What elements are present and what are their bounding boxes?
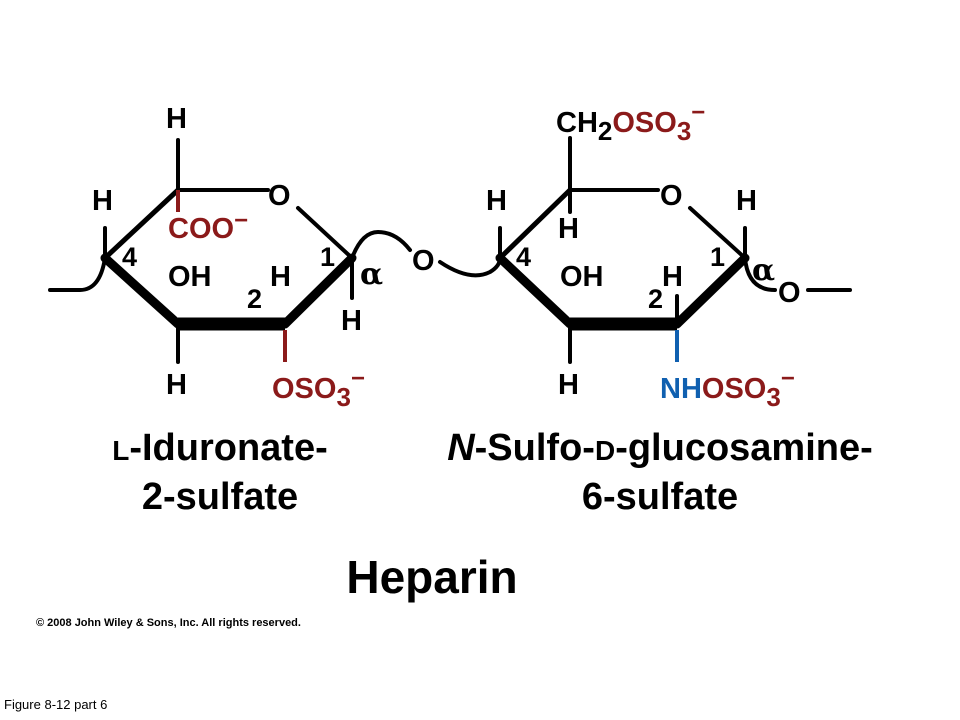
left-c2-number: 2 — [247, 284, 262, 314]
glycosidic-oxygen: O — [412, 245, 435, 277]
right-caption-mid1: -Sulfo- — [474, 427, 595, 469]
heparin-structure: H H COO− O 4 OH H 2 1 α H H OSO3− O CH2O… — [48, 99, 852, 412]
left-c3-h: H — [270, 261, 291, 293]
diagram-title: Heparin — [346, 551, 518, 603]
right-c6-group: CH2OSO3− — [556, 99, 705, 146]
left-sulfate: OSO3− — [272, 365, 365, 412]
right-c1-h: H — [736, 185, 757, 217]
left-bottom-h: H — [166, 369, 187, 401]
right-bottom-h: H — [558, 369, 579, 401]
l-configuration-prefix: L — [112, 435, 130, 466]
right-c3-h: H — [662, 261, 683, 293]
copyright-notice: © 2008 John Wiley & Sons, Inc. All right… — [36, 617, 301, 629]
figure-label: Figure 8-12 part 6 — [4, 697, 108, 712]
right-alpha: α — [752, 253, 775, 288]
left-ring-bonds — [48, 138, 412, 364]
left-c4-oh: OH — [168, 261, 212, 293]
left-top-h: H — [166, 103, 187, 135]
left-alpha: α — [360, 257, 383, 292]
d-configuration-prefix: D — [594, 435, 616, 466]
left-residue-caption: L-Iduronate- 2-sulfate — [85, 425, 355, 520]
right-c2-number: 2 — [648, 284, 663, 314]
n-prefix: N — [447, 427, 475, 469]
right-c4-oh: OH — [560, 261, 604, 293]
right-caption-line2: 6-sulfate — [581, 476, 739, 518]
right-residue-caption: N-Sulfo-D-glucosamine- 6-sulfate — [415, 425, 905, 520]
left-c1-h: H — [341, 305, 362, 337]
right-c1-number: 1 — [710, 242, 725, 272]
right-ring-bonds — [438, 136, 852, 364]
left-carboxylate: COO− — [168, 207, 248, 245]
left-c5-h: H — [92, 185, 113, 217]
right-c4-number: 4 — [516, 242, 531, 272]
right-c1-oxygen: O — [778, 277, 801, 309]
right-c5-h: H — [558, 213, 579, 245]
left-ring-oxygen: O — [268, 180, 291, 212]
left-c1-number: 1 — [320, 242, 335, 272]
left-caption-line2: 2-sulfate — [141, 476, 299, 518]
right-caption-mid2: -glucosamine- — [615, 427, 873, 469]
right-c4-h: H — [486, 185, 507, 217]
right-ring-oxygen: O — [660, 180, 683, 212]
left-caption-line1: -Iduronate- — [129, 427, 328, 469]
right-n-sulfate: NHOSO3− — [660, 365, 795, 412]
left-c4-number: 4 — [122, 242, 137, 272]
